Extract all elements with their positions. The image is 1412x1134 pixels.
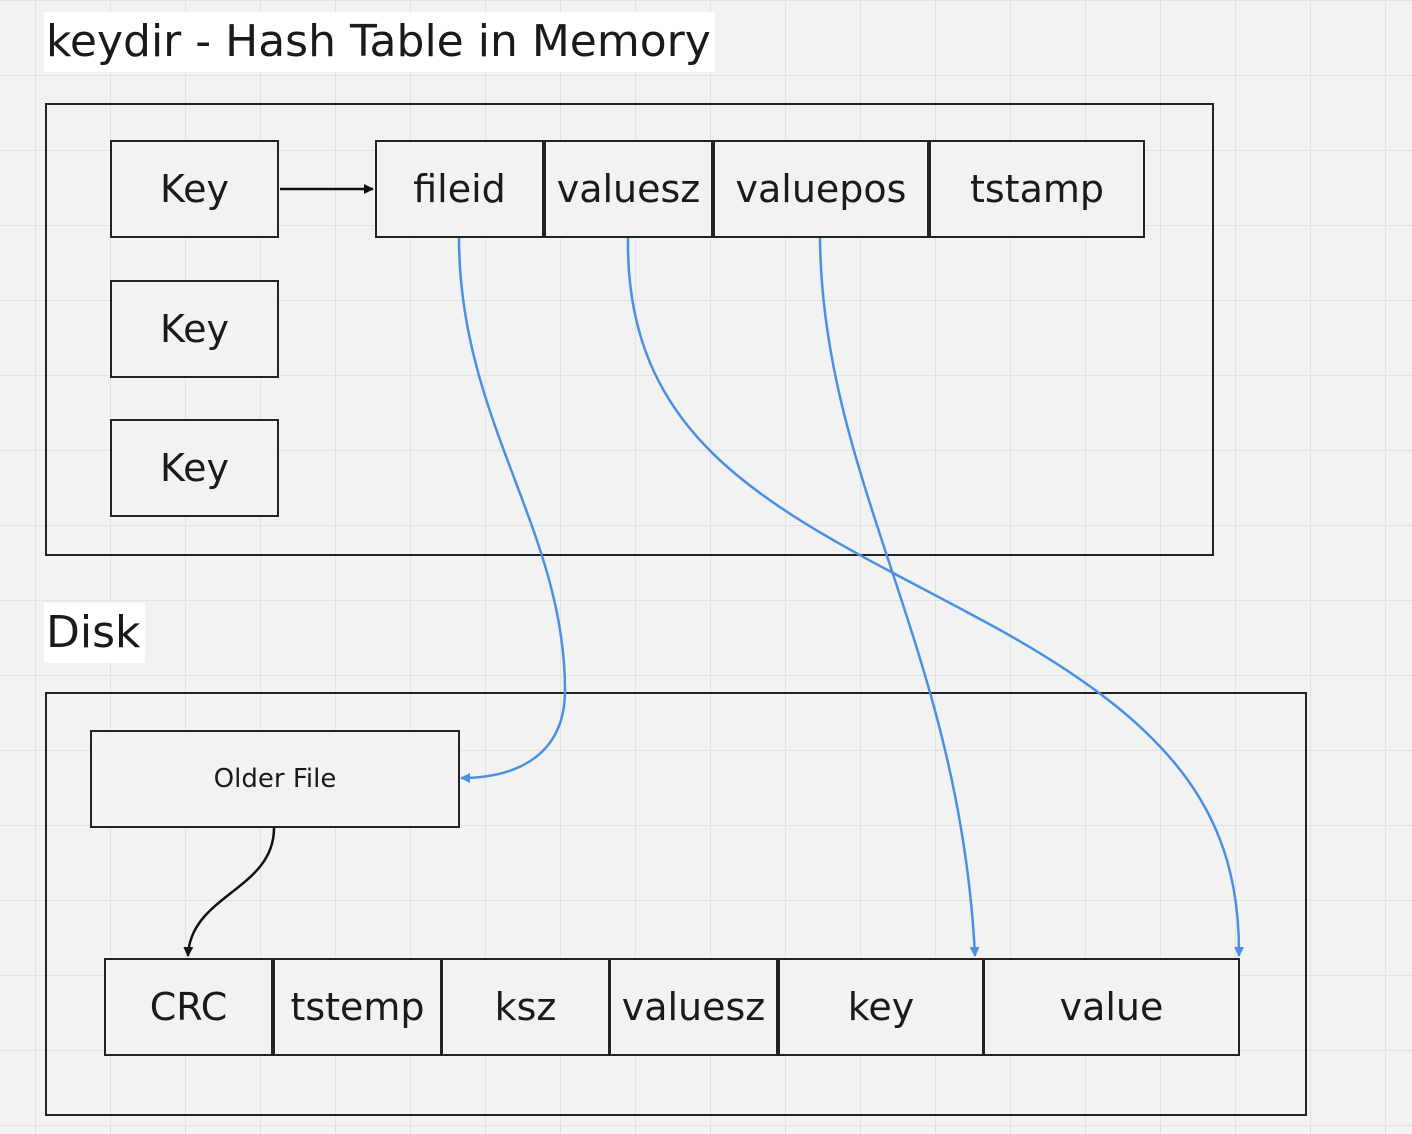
older-file-box: Older File [90, 730, 460, 828]
entry-field-valuepos: valuepos [713, 140, 929, 238]
entry-field-valuesz: valuesz [544, 140, 713, 238]
record-field-crc: CRC [104, 958, 273, 1056]
record-field-ksz: ksz [441, 958, 610, 1056]
key-cell: Key [110, 140, 279, 238]
key-cell: Key [110, 280, 279, 378]
memory-title: keydir - Hash Table in Memory [44, 12, 715, 72]
record-field-value: value [983, 958, 1240, 1056]
key-cell: Key [110, 419, 279, 517]
entry-field-tstamp: tstamp [929, 140, 1145, 238]
record-field-valuesz: valuesz [609, 958, 778, 1056]
entry-field-fileid: fileid [375, 140, 544, 238]
record-field-tstemp: tstemp [273, 958, 442, 1056]
record-field-key: key [778, 958, 984, 1056]
disk-title: Disk [44, 603, 145, 663]
